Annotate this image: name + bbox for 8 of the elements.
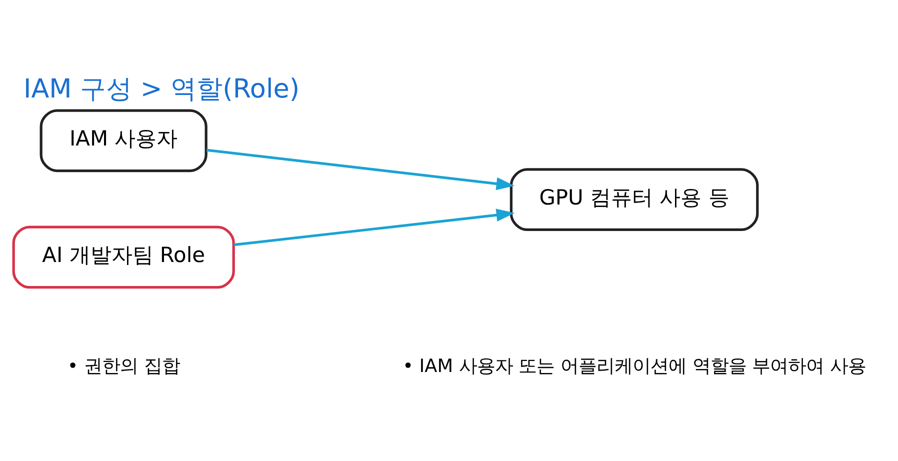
node-box: AI 개발자팀 Role [12,225,235,288]
arrow [234,208,515,246]
label: • 권한의 집합 [67,356,180,377]
node-box: IAM 사용자 [40,108,208,172]
node-box: GPU 컴퓨터 사용 등 [510,168,759,230]
diagram-title: IAM 구성 > 역할(Role) [24,74,300,104]
arrow [206,148,515,190]
label: • IAM 사용자 또는 어플리케이션에 역할을 부여하여 사용 [402,356,866,377]
